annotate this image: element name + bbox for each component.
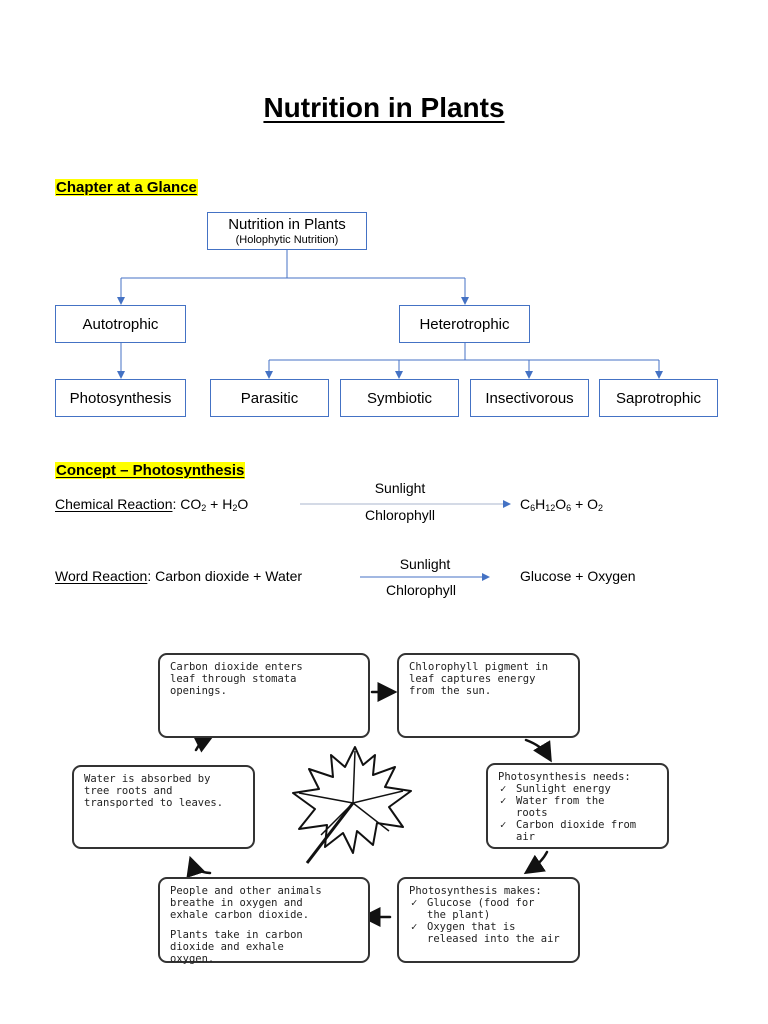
word-reaction-label: Word Reaction xyxy=(55,568,148,584)
tree-connectors xyxy=(117,250,663,379)
makes-item: Glucose (food for the plant) xyxy=(409,897,568,921)
page-title: Nutrition in Plants xyxy=(263,92,505,123)
tree-node-heterotrophic: Heterotrophic xyxy=(399,305,530,343)
needs-item: Water from the roots xyxy=(498,795,657,819)
cycle-card-needs: Photosynthesis needs: Sunlight energy Wa… xyxy=(486,763,669,849)
cycle-card-title: Photosynthesis makes: xyxy=(409,885,542,897)
word-arrow-below: Chlorophyll xyxy=(385,582,457,598)
chemical-reaction-line: Chemical Reaction: CO2 + H2O xyxy=(55,496,249,513)
cycle-card-text: Water is absorbed by tree roots and tran… xyxy=(84,773,224,809)
needs-list: Sunlight energy Water from the roots Car… xyxy=(498,783,657,843)
tree-node-insectivorous: Insectivorous xyxy=(470,379,589,417)
tree-node-label: Heterotrophic xyxy=(419,315,510,333)
cycle-card-text: Carbon dioxide enters leaf through stoma… xyxy=(170,661,303,697)
makes-list: Glucose (food for the plant) Oxygen that… xyxy=(409,897,568,945)
makes-item: Oxygen that is released into the air xyxy=(409,921,568,945)
cycle-card-chlorophyll: Chlorophyll pigment in leaf captures ene… xyxy=(397,653,580,738)
cycle-card-text: Chlorophyll pigment in leaf captures ene… xyxy=(409,661,549,697)
cycle-card-water: Water is absorbed by tree roots and tran… xyxy=(72,765,255,849)
tree-node-label: Autotrophic xyxy=(82,315,159,333)
word-reactants: Carbon dioxide + Water xyxy=(155,568,303,584)
cycle-card-makes: Photosynthesis makes: Glucose (food for … xyxy=(397,877,580,963)
tree-node-label: Insectivorous xyxy=(485,389,574,407)
tree-node-label: Photosynthesis xyxy=(69,389,172,407)
tree-node-label: Symbiotic xyxy=(366,389,433,407)
chemical-products: C6H12O6 + O2 xyxy=(520,496,604,513)
word-arrow-above: Sunlight xyxy=(399,556,451,572)
cycle-card-people: People and other animals breathe in oxyg… xyxy=(158,877,370,965)
tree-node-label: Parasitic xyxy=(240,389,299,407)
chemical-arrow-above: Sunlight xyxy=(374,480,426,496)
chapter-heading: Chapter at a Glance xyxy=(55,179,198,196)
tree-node-label: Saprotrophic xyxy=(615,389,702,407)
concept-heading: Concept – Photosynthesis xyxy=(55,462,246,479)
needs-item: Carbon dioxide from air xyxy=(498,819,657,843)
cycle-card-carbon-dioxide: Carbon dioxide enters leaf through stoma… xyxy=(158,653,370,738)
chemical-reaction-label: Chemical Reaction xyxy=(55,496,173,512)
tree-node-symbiotic: Symbiotic xyxy=(340,379,459,417)
tree-root-label: Nutrition in Plants xyxy=(228,216,346,233)
cycle-card-title: Photosynthesis needs: xyxy=(498,771,631,783)
cycle-arrows xyxy=(186,682,552,927)
word-products: Glucose + Oxygen xyxy=(520,568,636,584)
word-reaction-line: Word Reaction: Carbon dioxide + Water xyxy=(55,568,303,584)
needs-item: Sunlight energy xyxy=(498,783,657,795)
cycle-card-text: Plants take in carbon dioxide and exhale… xyxy=(170,929,303,965)
maple-leaf-icon xyxy=(292,746,412,864)
tree-node-photosynthesis: Photosynthesis xyxy=(55,379,186,417)
tree-root-sublabel: (Holophytic Nutrition) xyxy=(235,234,339,246)
cycle-card-text: People and other animals breathe in oxyg… xyxy=(170,885,322,921)
tree-node-saprotrophic: Saprotrophic xyxy=(599,379,718,417)
chemical-reaction-arrow xyxy=(300,500,511,508)
tree-node-autotrophic: Autotrophic xyxy=(55,305,186,343)
word-reaction-arrow xyxy=(360,573,490,581)
tree-node-parasitic: Parasitic xyxy=(210,379,329,417)
chemical-arrow-below: Chlorophyll xyxy=(364,507,436,523)
tree-root-box: Nutrition in Plants (Holophytic Nutritio… xyxy=(207,212,367,250)
